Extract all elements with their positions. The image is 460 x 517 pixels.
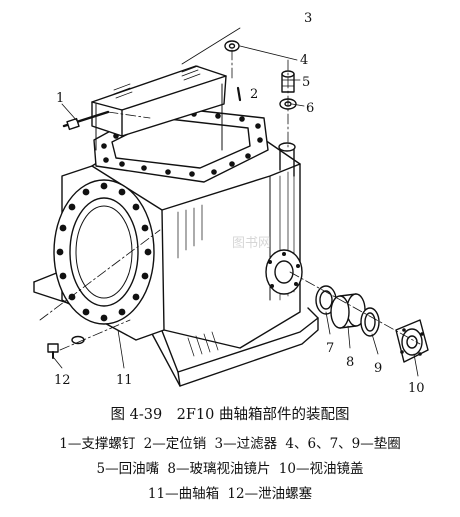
callout-10: 10 [408, 381, 425, 396]
callout-8: 8 [346, 355, 354, 370]
callout-2: 2 [250, 87, 258, 102]
sight-glass-cover-10 [395, 319, 429, 363]
legend-item-support-screw: 1—支撑螺钉 [59, 436, 136, 452]
callout-11: 11 [116, 373, 133, 388]
locating-pin [236, 86, 242, 102]
callout-9: 9 [374, 361, 382, 376]
callout-6: 6 [306, 101, 314, 116]
legend-item-sight-glass-cover: 10—视油镜盖 [278, 461, 364, 477]
callout-7: 7 [326, 341, 334, 356]
callout-1: 1 [56, 91, 64, 106]
gasket-9 [360, 307, 380, 337]
legend-item-sight-glass: 8—玻璃视油镜片 [167, 461, 271, 477]
support-screw [62, 110, 110, 131]
legend-item-crankcase: 11—曲轴箱 [147, 486, 220, 502]
callout-5: 5 [302, 75, 310, 90]
legend-line-2: 5—回油嘴 8—玻璃视油镜片 10—视油镜盖 [0, 457, 460, 477]
legend-line-1: 1—支撑螺钉 2—定位销 3—过滤器 4、6、7、9—垫圈 [0, 432, 460, 452]
gasket-4 [224, 40, 240, 52]
callout-4: 4 [300, 53, 308, 68]
filter-part [91, 65, 227, 151]
legend-item-locating-pin: 2—定位销 [143, 436, 207, 452]
legend-item-drain-plug: 12—泄油螺塞 [227, 486, 313, 502]
callout-12: 12 [54, 373, 71, 388]
legend-item-gaskets: 4、6、7、9—垫圈 [285, 436, 401, 452]
legend-line-3: 11—曲轴箱 12—泄油螺塞 [0, 482, 460, 502]
legend-item-filter: 3—过滤器 [214, 436, 278, 452]
callout-3: 3 [304, 11, 312, 26]
legend-item-oil-return-nozzle: 5—回油嘴 [96, 461, 160, 477]
sight-glass-8 [330, 293, 366, 329]
crankcase-assembly-drawing: 图书网 1 2 3 4 5 6 7 8 9 10 11 12 [33, 11, 429, 396]
drain-plug [47, 343, 59, 359]
figure-caption: 图 4-39 2F10 曲轴箱部件的装配图 [110, 407, 350, 423]
crankcase-body [33, 105, 319, 387]
watermark: 图书网 [232, 236, 271, 251]
